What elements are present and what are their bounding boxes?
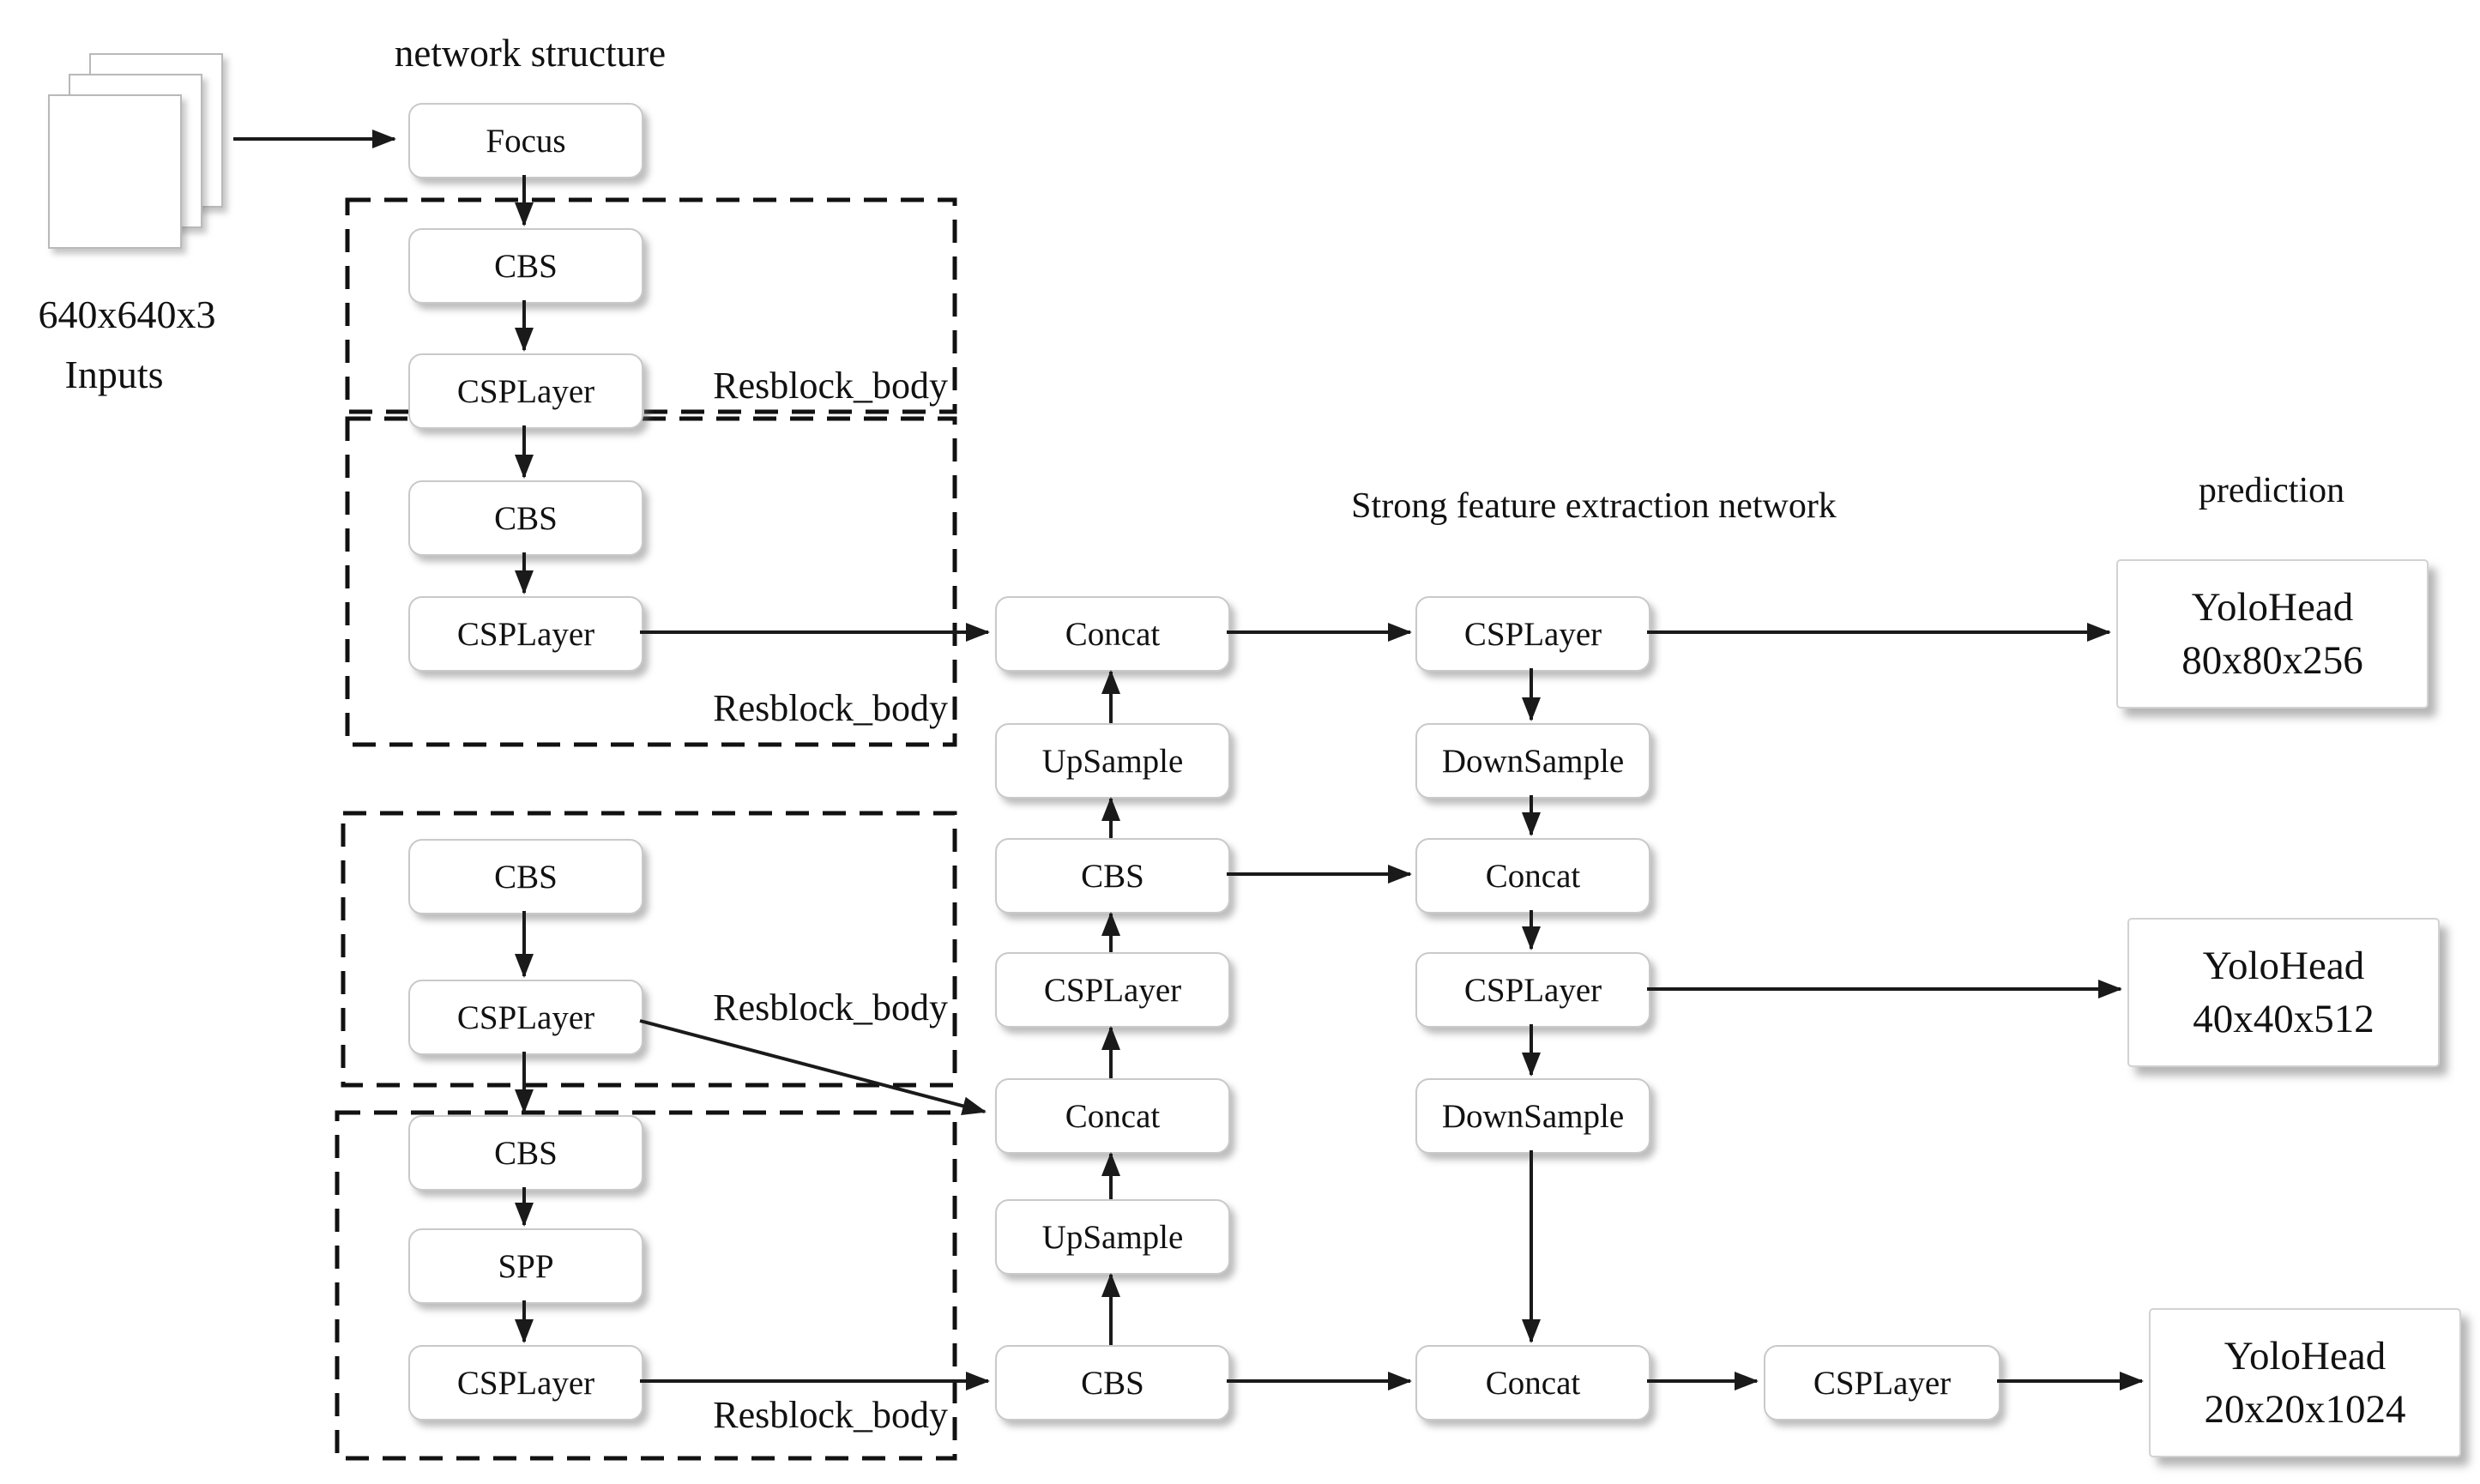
node-focus: Focus xyxy=(408,103,643,178)
yolohead-80-shape: 80x80x256 xyxy=(2181,638,2363,683)
node-cbs-4: CBS xyxy=(408,1115,643,1191)
node-csplayer-3: CSPLayer xyxy=(408,980,643,1055)
node-cbs-b: CBS xyxy=(995,1345,1230,1421)
node-csplayer-b: CSPLayer xyxy=(995,952,1230,1028)
node-concat-r1: Concat xyxy=(1415,838,1650,914)
node-upsample-b: UpSample xyxy=(995,1199,1230,1275)
node-csplayer-r1: CSPLayer xyxy=(1415,596,1650,672)
resblock-body-box-1 xyxy=(345,197,957,414)
node-csplayer-4: CSPLayer xyxy=(408,1345,643,1421)
node-csplayer-r2: CSPLayer xyxy=(1415,952,1650,1028)
node-csplayer-2: CSPLayer xyxy=(408,596,643,672)
yolohead-20x20x1024: YoloHead 20x20x1024 xyxy=(2149,1308,2461,1457)
resblock-body-box-2 xyxy=(345,416,957,747)
node-cbs-a: CBS xyxy=(995,838,1230,914)
node-cbs-1: CBS xyxy=(408,228,643,304)
yolohead-40-name: YoloHead xyxy=(2202,943,2365,988)
yolohead-20-name: YoloHead xyxy=(2224,1333,2386,1378)
node-downsample-r2: DownSample xyxy=(1415,1078,1650,1154)
node-cbs-3: CBS xyxy=(408,839,643,914)
yolohead-80-name: YoloHead xyxy=(2191,584,2354,630)
input-image-front xyxy=(48,94,182,249)
yolohead-80x80x256: YoloHead 80x80x256 xyxy=(2116,559,2429,709)
yolohead-20-shape: 20x20x1024 xyxy=(2204,1387,2406,1432)
node-spp: SPP xyxy=(408,1228,643,1304)
node-csplayer-r3: CSPLayer xyxy=(1764,1345,2000,1421)
node-csplayer-1: CSPLayer xyxy=(408,353,643,429)
yolohead-40-shape: 40x40x512 xyxy=(2193,997,2374,1041)
node-concat-a: Concat xyxy=(995,596,1230,672)
node-concat-b: Concat xyxy=(995,1078,1230,1154)
yolohead-40x40x512: YoloHead 40x40x512 xyxy=(2127,918,2440,1067)
node-concat-r2: Concat xyxy=(1415,1345,1650,1421)
node-cbs-2: CBS xyxy=(408,480,643,556)
node-upsample-a: UpSample xyxy=(995,723,1230,799)
node-downsample-r1: DownSample xyxy=(1415,723,1650,799)
